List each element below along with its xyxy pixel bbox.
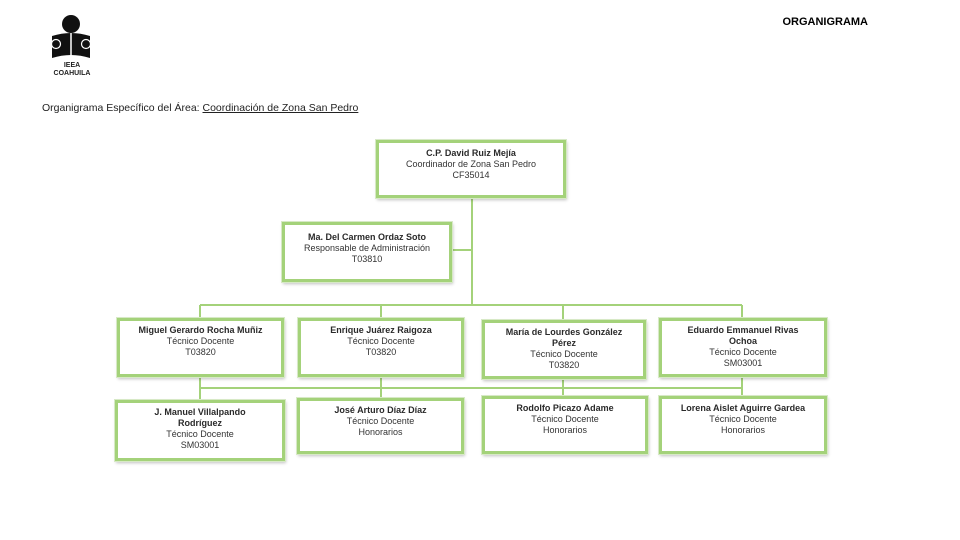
node-name: Eduardo Emmanuel Rivas Ochoa (687, 325, 799, 346)
node-name: C.P. David Ruiz Mejía (426, 148, 516, 158)
node-code: T03820 (185, 347, 216, 357)
document-title: ORGANIGRAMA (782, 16, 868, 28)
node-code: Honorarios (542, 425, 588, 435)
subtitle-area: Coordinación de Zona San Pedro (202, 102, 359, 114)
node-role: Técnico Docente (166, 429, 234, 439)
node-code: SM03001 (723, 358, 763, 368)
org-node-row2-2: José Arturo Díaz Díaz Técnico Docente Ho… (296, 397, 465, 455)
node-role: Técnico Docente (530, 349, 598, 359)
node-code: T03820 (548, 360, 580, 370)
node-code: CF35014 (452, 170, 490, 180)
node-name: María de Lourdes González Pérez (505, 327, 623, 348)
node-code: T03820 (365, 347, 397, 357)
org-node-row1-1: Miguel Gerardo Rocha Muñiz Técnico Docen… (116, 317, 285, 378)
node-name: José Arturo Díaz Díaz (334, 405, 427, 415)
node-name: Lorena Aislet Aguirre Gardea (680, 403, 806, 413)
node-role: Responsable de Administración (303, 243, 431, 253)
node-code: T03810 (351, 254, 383, 264)
node-role: Técnico Docente (346, 416, 415, 426)
reader-icon (50, 15, 92, 58)
org-node-admin: Ma. Del Carmen Ordaz Soto Responsable de… (281, 221, 453, 283)
node-code: SM03001 (180, 440, 220, 450)
node-role: Coordinador de Zona San Pedro (405, 159, 537, 169)
logo-text-line2: COAHUILA (53, 70, 91, 77)
node-code: Honorarios (358, 427, 403, 437)
node-role: Técnico Docente (166, 336, 235, 346)
org-node-row1-4: Eduardo Emmanuel Rivas Ochoa Técnico Doc… (658, 317, 828, 378)
org-node-head: C.P. David Ruiz Mejía Coordinador de Zon… (375, 139, 567, 199)
node-name: Rodolfo Picazo Adame (516, 403, 614, 413)
node-name: Miguel Gerardo Rocha Muñiz (138, 325, 263, 335)
org-node-row2-1: J. Manuel Villalpando Rodríguez Técnico … (114, 399, 286, 462)
org-node-row1-2: Enrique Juárez Raigoza Técnico Docente T… (297, 317, 465, 378)
org-node-row1-3: María de Lourdes González Pérez Técnico … (481, 319, 647, 380)
node-name: J. Manuel Villalpando Rodríguez (154, 407, 246, 428)
logo-text-line1: IEEA (63, 62, 81, 69)
node-role: Técnico Docente (347, 336, 415, 346)
node-name: Ma. Del Carmen Ordaz Soto (307, 232, 427, 242)
subtitle-prefix: Organigrama Específico del Área: (42, 102, 203, 114)
node-name: Enrique Juárez Raigoza (330, 325, 432, 335)
node-code: Honorarios (720, 425, 766, 435)
node-role: Técnico Docente (709, 414, 777, 424)
node-role: Técnico Docente (531, 414, 599, 424)
org-node-row2-3: Rodolfo Picazo Adame Técnico Docente Hon… (481, 395, 649, 455)
node-role: Técnico Docente (709, 347, 777, 357)
ieea-logo: IEEA COAHUILA (44, 14, 100, 80)
chart-subtitle: Organigrama Específico del Área: Coordin… (42, 102, 358, 114)
org-node-row2-4: Lorena Aislet Aguirre Gardea Técnico Doc… (658, 395, 828, 455)
